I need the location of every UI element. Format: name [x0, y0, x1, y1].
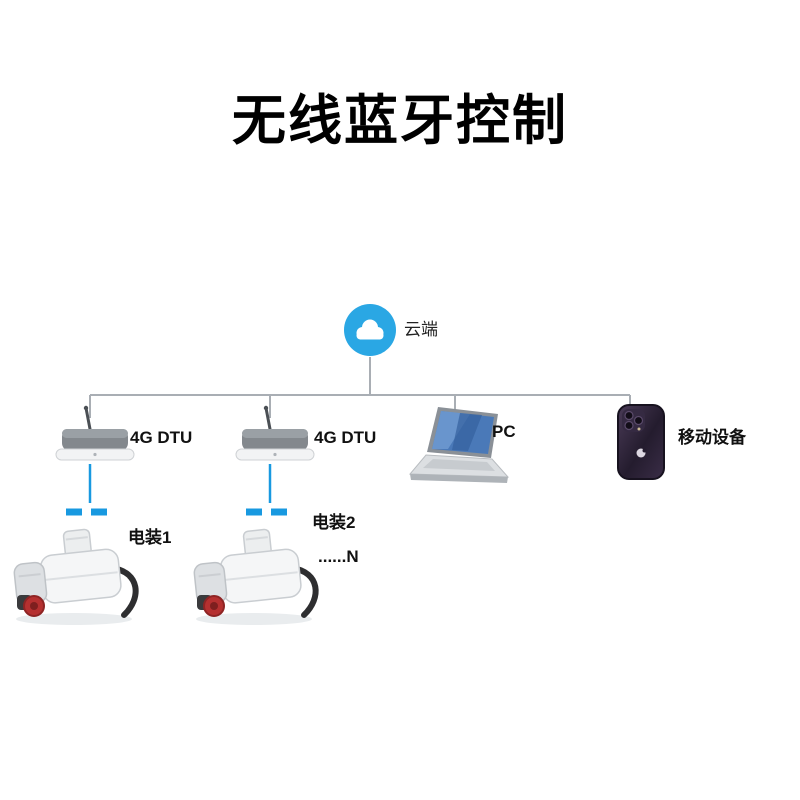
mobile-label: 移动设备: [678, 428, 746, 447]
dtu1-node: [52, 405, 138, 472]
cloud-label: 云端: [404, 320, 438, 339]
pc-label: PC: [492, 422, 516, 441]
router-icon: [235, 405, 315, 461]
valve-actuator-icon: [193, 528, 319, 625]
actuator2-more-label: ......N: [318, 547, 359, 566]
laptop-icon: [408, 407, 510, 483]
pc-node: [408, 405, 520, 496]
valve-actuator-icon: [13, 528, 139, 625]
mobile-node: [608, 403, 674, 488]
page-title: 无线蓝牙控制: [232, 91, 568, 151]
smartphone-icon: [617, 404, 665, 480]
dtu2-label: 4G DTU: [314, 428, 377, 447]
router-icon: [55, 405, 135, 461]
cloud-node: [343, 303, 397, 362]
actuator1-node: [12, 518, 147, 633]
actuator2-node: [192, 518, 327, 633]
actuator2-label: 电装2: [312, 513, 356, 532]
dtu1-label: 4G DTU: [130, 428, 193, 447]
cloud-icon: [344, 304, 396, 356]
actuator1-label: 电装1: [128, 528, 172, 547]
dtu2-node: [232, 405, 318, 472]
